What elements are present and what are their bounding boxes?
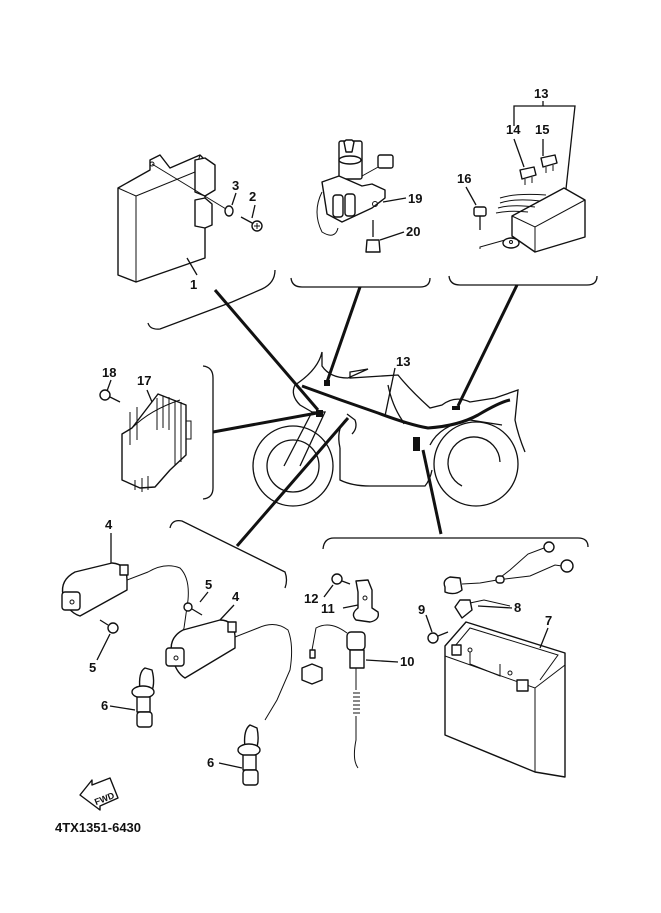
callout-13-top: 13 bbox=[534, 86, 548, 101]
callout-10: 10 bbox=[400, 654, 414, 669]
bolt-18-part[interactable] bbox=[99, 389, 121, 403]
fuse-box-group-bracket bbox=[448, 275, 598, 286]
part-code: 4TX1351-6430 bbox=[55, 820, 141, 835]
ignition-coil-2-part[interactable] bbox=[165, 619, 293, 721]
ignition-coil-1-part[interactable] bbox=[61, 562, 189, 666]
callout-19: 19 bbox=[408, 191, 422, 206]
bolt-16-part[interactable] bbox=[473, 206, 506, 249]
connector-marker bbox=[316, 410, 323, 417]
spark-plug-cap-2-part[interactable] bbox=[237, 724, 261, 786]
callout-17: 17 bbox=[137, 373, 151, 388]
rectifier-part[interactable] bbox=[121, 393, 192, 492]
ignition-group-bracket bbox=[169, 520, 288, 589]
screw-part[interactable] bbox=[240, 216, 263, 232]
callout-20: 20 bbox=[406, 224, 420, 239]
callout-5a: 5 bbox=[89, 660, 96, 675]
callout-2: 2 bbox=[249, 189, 256, 204]
connector-marker bbox=[452, 406, 460, 410]
fuse-15-part[interactable] bbox=[540, 154, 558, 173]
ignition-coil-group: 4 5 5 4 bbox=[61, 517, 293, 786]
connector-marker bbox=[324, 380, 330, 386]
callout-18: 18 bbox=[102, 365, 116, 380]
motorcycle-outline: 13 bbox=[212, 284, 526, 547]
fuse-14-part[interactable] bbox=[519, 166, 537, 185]
ecu-group-bracket bbox=[147, 269, 276, 330]
callout-5b: 5 bbox=[205, 577, 212, 592]
callout-11: 11 bbox=[321, 601, 335, 616]
screw-9-part[interactable] bbox=[427, 631, 449, 644]
battery-7-part[interactable] bbox=[444, 621, 566, 778]
callout-16: 16 bbox=[457, 171, 471, 186]
callout-9: 9 bbox=[418, 602, 425, 617]
main-switch-group-bracket bbox=[290, 277, 431, 288]
callout-12: 12 bbox=[304, 591, 318, 606]
ecu-unit-part[interactable] bbox=[117, 154, 216, 283]
screw-5b-part[interactable] bbox=[183, 602, 203, 616]
sensor-10-part[interactable] bbox=[301, 624, 366, 769]
washer-part[interactable] bbox=[224, 205, 234, 217]
connector-marker bbox=[413, 437, 420, 451]
screw-5a-part[interactable] bbox=[99, 619, 119, 634]
callout-6b: 6 bbox=[207, 755, 214, 770]
rectifier-group: 18 17 bbox=[99, 365, 214, 500]
battery-lead-8-part[interactable] bbox=[443, 541, 574, 619]
spark-plug-cap-1-part[interactable] bbox=[131, 667, 155, 728]
callout-1: 1 bbox=[190, 277, 197, 292]
callout-3: 3 bbox=[232, 178, 239, 193]
bracket-11-part[interactable] bbox=[352, 579, 380, 623]
wire-harness bbox=[301, 384, 511, 430]
main-switch-group: 19 20 bbox=[290, 139, 431, 288]
callout-15: 15 bbox=[535, 122, 549, 137]
callout-4b: 4 bbox=[232, 589, 240, 604]
battery-group: 12 11 10 9 bbox=[301, 537, 589, 778]
rectifier-group-bracket bbox=[202, 365, 214, 500]
fuse-box-group: 13 14 15 bbox=[448, 86, 598, 286]
fuse-box-part[interactable] bbox=[495, 187, 586, 253]
fwd-arrow: FWD bbox=[79, 777, 119, 811]
callout-7: 7 bbox=[545, 613, 552, 628]
main-switch-part[interactable] bbox=[316, 139, 394, 236]
battery-group-bracket bbox=[322, 537, 589, 550]
bolt-12-part[interactable] bbox=[331, 573, 351, 585]
ecu-group: 1 3 2 bbox=[117, 154, 276, 330]
bolt-part[interactable] bbox=[365, 220, 381, 253]
callout-13-bike: 13 bbox=[396, 354, 410, 369]
callout-8: 8 bbox=[514, 600, 521, 615]
callout-4a: 4 bbox=[105, 517, 113, 532]
callout-6a: 6 bbox=[101, 698, 108, 713]
callout-14: 14 bbox=[506, 122, 521, 137]
